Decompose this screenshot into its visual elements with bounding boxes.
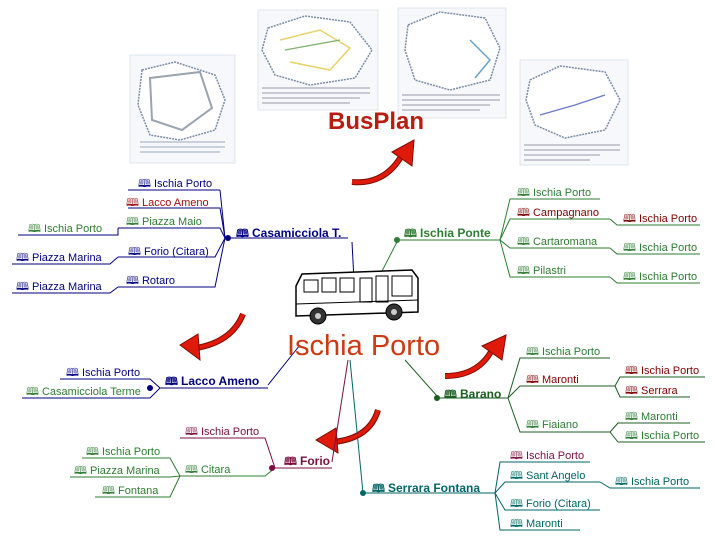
book-icon: 🕮 bbox=[526, 346, 539, 358]
casamicciola-child-ischia-porto[interactable]: 🕮Ischia Porto bbox=[138, 178, 213, 190]
ponte-connectors bbox=[398, 198, 700, 284]
branch-casamicciola[interactable]: 🕮Casamicciola T. bbox=[236, 226, 342, 240]
book-icon: 🕮 bbox=[625, 411, 638, 423]
book-icon: 🕮 bbox=[16, 281, 29, 293]
serrara-connectors bbox=[363, 461, 700, 531]
casamicciola-connectors bbox=[12, 189, 348, 294]
curved-arrow-busplan bbox=[351, 139, 415, 186]
cartaromana-child-ischia-porto[interactable]: 🕮Ischia Porto bbox=[623, 242, 698, 254]
book-icon: 🕮 bbox=[102, 485, 115, 497]
book-icon: 🕮 bbox=[625, 430, 638, 442]
ponte-child-cartaromana[interactable]: 🕮Cartaromana bbox=[517, 236, 598, 248]
island-map-thumbnail-2 bbox=[257, 9, 379, 111]
book-icon: 🕮 bbox=[623, 271, 636, 283]
book-icon: 🕮 bbox=[517, 236, 530, 248]
book-icon: 🕮 bbox=[510, 470, 523, 482]
citara-child-fontana[interactable]: 🕮Fontana bbox=[102, 485, 159, 497]
book-icon: 🕮 bbox=[128, 246, 141, 258]
book-icon: 🕮 bbox=[510, 498, 523, 510]
forio-citara-child-piazza-marina[interactable]: 🕮Piazza Marina bbox=[16, 252, 102, 264]
book-icon: 🕮 bbox=[372, 483, 385, 495]
forio-child-citara[interactable]: 🕮Citara bbox=[185, 464, 231, 476]
book-icon: 🕮 bbox=[510, 450, 523, 462]
casamicciola-child-lacco-ameno[interactable]: 🕮Lacco Ameno bbox=[126, 197, 209, 209]
maronti-child-ischia-porto[interactable]: 🕮Ischia Porto bbox=[625, 365, 700, 377]
book-icon: 🕮 bbox=[625, 365, 638, 377]
forio-child-ischia-porto[interactable]: 🕮Ischia Porto bbox=[185, 426, 260, 438]
book-icon: 🕮 bbox=[66, 367, 79, 379]
book-icon: 🕮 bbox=[165, 376, 178, 388]
hub-links bbox=[267, 239, 438, 494]
maronti-child-serrara[interactable]: 🕮Serrara bbox=[625, 385, 678, 397]
hub-title: Ischia Porto bbox=[287, 330, 441, 362]
lacco-connectors bbox=[22, 378, 268, 399]
book-icon: 🕮 bbox=[526, 374, 539, 386]
lacco-child-casamicciola-terme[interactable]: 🕮Casamicciola Terme bbox=[26, 386, 141, 398]
island-map-thumbnail-3 bbox=[397, 7, 507, 119]
fiaiano-child-maronti[interactable]: 🕮Maronti bbox=[625, 411, 678, 423]
book-icon: 🕮 bbox=[284, 456, 297, 468]
book-icon: 🕮 bbox=[526, 419, 539, 431]
book-icon: 🕮 bbox=[126, 197, 139, 209]
book-icon: 🕮 bbox=[86, 446, 99, 458]
book-icon: 🕮 bbox=[615, 476, 628, 488]
piazza-maio-child-ischia-porto[interactable]: 🕮Ischia Porto bbox=[28, 223, 103, 235]
branch-ischia-ponte[interactable]: 🕮Ischia Ponte bbox=[404, 226, 491, 240]
casamicciola-child-forio-citara[interactable]: 🕮Forio (Citara) bbox=[128, 246, 209, 258]
ponte-child-pilastri[interactable]: 🕮Pilastri bbox=[517, 265, 566, 277]
book-icon: 🕮 bbox=[26, 386, 39, 398]
book-icon: 🕮 bbox=[28, 223, 41, 235]
serrara-child-maronti[interactable]: 🕮Maronti bbox=[510, 518, 563, 530]
book-icon: 🕮 bbox=[16, 252, 29, 264]
fiaiano-child-ischia-porto[interactable]: 🕮Ischia Porto bbox=[625, 430, 700, 442]
curved-arrow-forio bbox=[315, 409, 381, 454]
book-icon: 🕮 bbox=[138, 178, 151, 190]
book-icon: 🕮 bbox=[236, 228, 249, 240]
junction-dots bbox=[147, 235, 440, 496]
island-map-thumbnail-4 bbox=[519, 59, 629, 166]
barano-child-fiaiano[interactable]: 🕮Fiaiano bbox=[526, 419, 579, 431]
branch-lacco-ameno[interactable]: 🕮Lacco Ameno bbox=[165, 374, 260, 388]
book-icon: 🕮 bbox=[74, 465, 87, 477]
busplan-title: BusPlan bbox=[328, 108, 425, 135]
citara-child-piazza-marina[interactable]: 🕮Piazza Marina bbox=[74, 465, 160, 477]
book-icon: 🕮 bbox=[404, 228, 417, 240]
casamicciola-child-piazza-maio[interactable]: 🕮Piazza Maio bbox=[126, 216, 202, 228]
book-icon: 🕮 bbox=[126, 275, 139, 287]
book-icon: 🕮 bbox=[517, 187, 530, 199]
branch-forio[interactable]: 🕮Forio bbox=[284, 454, 330, 468]
curved-arrow-barano bbox=[444, 334, 507, 379]
book-icon: 🕮 bbox=[126, 216, 139, 228]
serrara-child-ischia-porto[interactable]: 🕮Ischia Porto bbox=[510, 450, 585, 462]
book-icon: 🕮 bbox=[517, 207, 530, 219]
book-icon: 🕮 bbox=[185, 426, 198, 438]
book-icon: 🕮 bbox=[623, 213, 636, 225]
book-icon: 🕮 bbox=[444, 389, 457, 401]
curved-arrow-lacco bbox=[179, 312, 246, 362]
barano-child-maronti[interactable]: 🕮Maronti bbox=[526, 374, 579, 386]
serrara-child-forio-citara[interactable]: 🕮Forio (Citara) bbox=[510, 498, 591, 510]
book-icon: 🕮 bbox=[623, 242, 636, 254]
branch-serrara-fontana[interactable]: 🕮Serrara Fontana bbox=[372, 481, 481, 495]
book-icon: 🕮 bbox=[185, 464, 198, 476]
citara-child-ischia-porto[interactable]: 🕮Ischia Porto bbox=[86, 446, 161, 458]
rotaro-child-piazza-marina[interactable]: 🕮Piazza Marina bbox=[16, 281, 102, 293]
campagnano-child-ischia-porto[interactable]: 🕮Ischia Porto bbox=[623, 213, 698, 225]
sant-angelo-child-ischia-porto[interactable]: 🕮Ischia Porto bbox=[615, 476, 690, 488]
pilastri-child-ischia-porto[interactable]: 🕮Ischia Porto bbox=[623, 271, 698, 283]
casamicciola-child-rotaro[interactable]: 🕮Rotaro bbox=[126, 275, 176, 287]
ponte-child-ischia-porto[interactable]: 🕮Ischia Porto bbox=[517, 187, 592, 199]
lacco-child-ischia-porto[interactable]: 🕮Ischia Porto bbox=[66, 367, 141, 379]
book-icon: 🕮 bbox=[510, 518, 523, 530]
book-icon: 🕮 bbox=[625, 385, 638, 397]
serrara-child-sant-angelo[interactable]: 🕮Sant Angelo bbox=[510, 470, 586, 482]
barano-connectors bbox=[437, 357, 705, 443]
branch-barano[interactable]: 🕮Barano bbox=[444, 387, 502, 401]
island-map-thumbnail-1 bbox=[129, 54, 236, 164]
ponte-child-campagnano[interactable]: 🕮Campagnano bbox=[517, 207, 600, 219]
barano-child-ischia-porto[interactable]: 🕮Ischia Porto bbox=[526, 346, 601, 358]
bus-icon bbox=[295, 269, 419, 325]
book-icon: 🕮 bbox=[517, 265, 530, 277]
